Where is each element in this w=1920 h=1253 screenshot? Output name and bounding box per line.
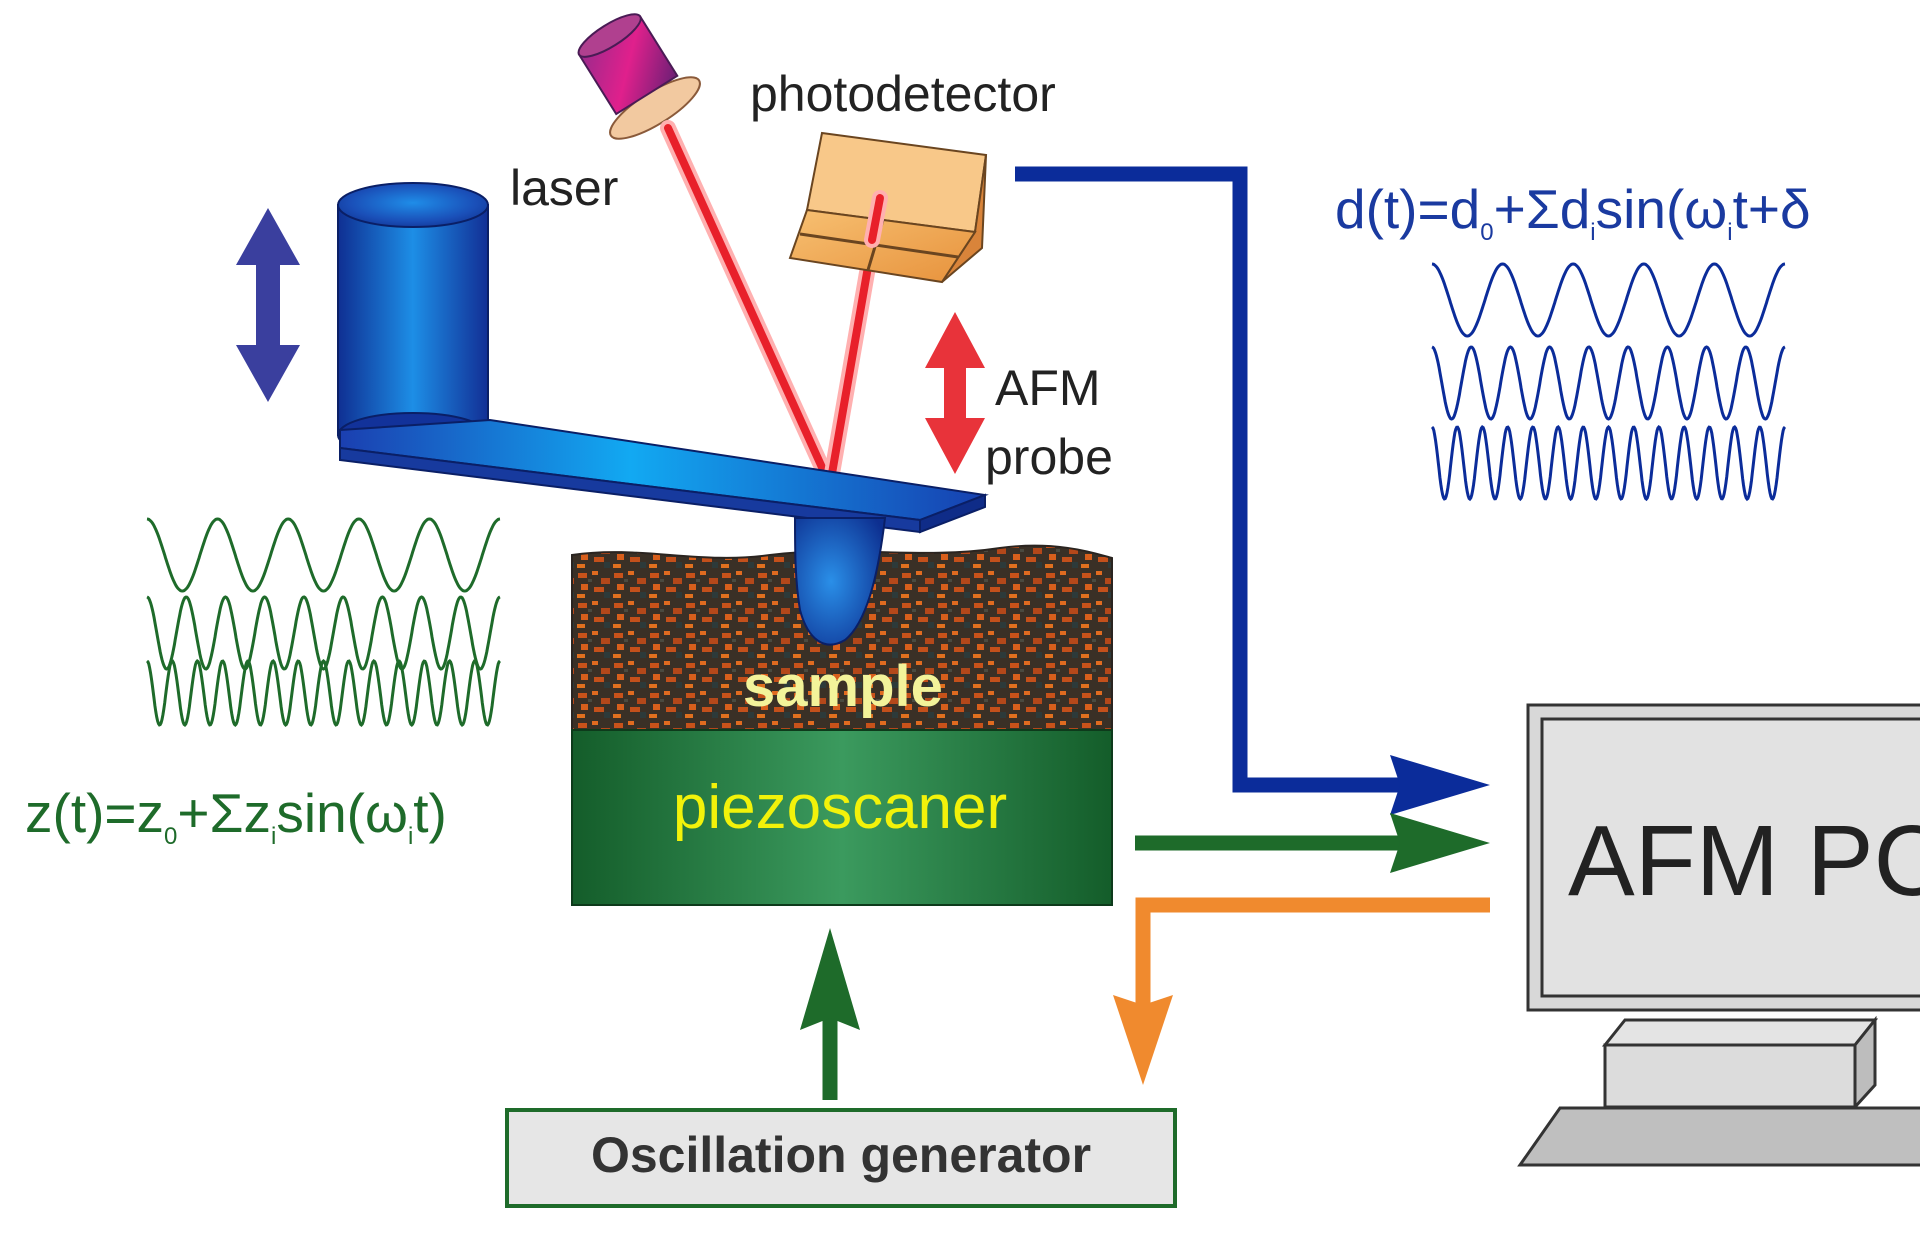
computer-icon <box>1517 703 1920 1167</box>
vertical-motion-double-arrow <box>236 208 300 402</box>
afm-probe-label-line1: AFM <box>995 360 1101 416</box>
green-waveforms <box>146 517 501 728</box>
d-equation: d(t)=d0+Σdisin(ωit+δ <box>1335 178 1811 246</box>
waveform-1 <box>146 517 501 593</box>
waveform-2 <box>1431 345 1786 421</box>
laser-label: laser <box>510 160 618 216</box>
waveform-3 <box>1430 424 1787 502</box>
afm-tip <box>793 517 887 646</box>
sample-label: sample <box>743 654 943 719</box>
oscillation-generator-box <box>505 1108 1177 1208</box>
afm-pc-label: AFM PC <box>1568 805 1920 917</box>
piezoscaner-block <box>571 729 1113 906</box>
generator-to-piezo-arrow <box>800 928 860 1100</box>
oscillation-generator-label: Oscillation generator <box>591 1127 1091 1183</box>
piezoscaner-signal-arrow <box>1135 813 1490 873</box>
waveform-2 <box>146 595 501 671</box>
cantilever-beam <box>339 418 989 534</box>
laser-icon <box>577 13 701 140</box>
z-equation: z(t)=z0+Σzisin(ωit) <box>25 782 447 850</box>
pc-to-generator-arrow <box>1113 897 1490 1085</box>
blue-waveforms <box>1430 262 1787 502</box>
probe-oscillation-double-arrow <box>925 312 985 474</box>
waveform-1 <box>1431 262 1786 338</box>
photodetector-signal-arrow <box>1015 166 1490 815</box>
piezoscaner-label: piezoscaner <box>673 773 1007 842</box>
photodetector-label: photodetector <box>750 66 1056 122</box>
cantilever-holder <box>337 182 489 458</box>
waveform-3 <box>146 658 501 728</box>
photodetector-icon <box>788 131 988 284</box>
afm-probe-label-line2: probe <box>985 429 1113 485</box>
